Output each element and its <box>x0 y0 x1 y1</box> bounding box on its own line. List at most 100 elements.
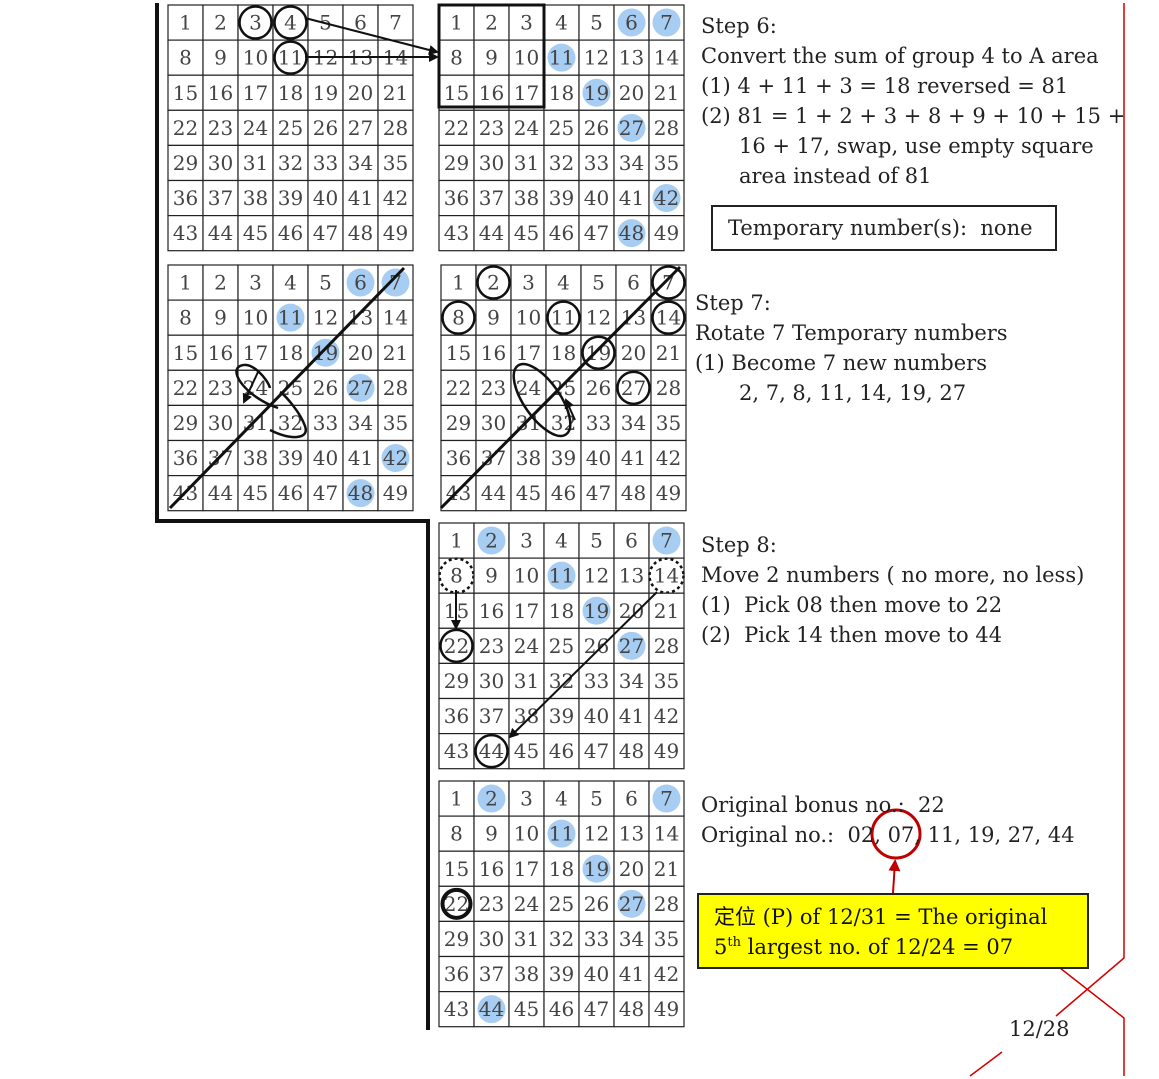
grid-cell-box <box>508 697 545 735</box>
rotate-ellipse-left-b <box>269 390 307 439</box>
grid-cell-box <box>648 592 685 629</box>
grid-cell-25: 25 <box>543 885 580 923</box>
grid-cell-26: 26 <box>578 109 615 147</box>
grid-cell-box <box>510 475 547 512</box>
grid-number: 33 <box>584 927 609 951</box>
grid-cell-48: 48 <box>613 991 650 1028</box>
grid-cell-box <box>543 733 580 770</box>
grid-cell-12: 12 <box>580 299 617 336</box>
grid-cell-19: 19 <box>578 592 615 629</box>
arrow-14-to-44 <box>508 591 658 739</box>
grid-number: 10 <box>514 822 539 846</box>
grid-number: 46 <box>551 481 576 505</box>
grid-number: 5 <box>590 11 603 35</box>
grid-number: 49 <box>383 221 408 245</box>
grid-number: 22 <box>173 376 198 400</box>
grid-number: 9 <box>214 46 227 70</box>
step8-title: Step 8: <box>701 533 777 557</box>
grid-number: 13 <box>619 822 644 846</box>
grid-number: 24 <box>514 116 539 140</box>
grid-cell-22: 22 <box>438 109 475 147</box>
grid-cell-6: 6 <box>613 4 650 41</box>
grid-number: 42 <box>654 962 679 986</box>
grid-cell-16: 16 <box>202 74 239 111</box>
grid-cell-35: 35 <box>650 404 687 442</box>
grid-cell-36: 36 <box>167 439 204 477</box>
grid-number: 5 <box>319 271 332 295</box>
highlight-dot <box>582 854 611 883</box>
grid-cell-box <box>648 955 685 993</box>
grid-number: 39 <box>549 186 574 210</box>
grid-number: 42 <box>383 186 408 210</box>
grid-cell-4: 4 <box>543 780 580 817</box>
grid-cell-25: 25 <box>543 109 580 147</box>
grid-cell-31: 31 <box>237 144 274 182</box>
grid-number: 47 <box>584 997 609 1021</box>
grid-number: 3 <box>249 271 262 295</box>
grid-cell-box <box>473 144 510 182</box>
grid-cell-1: 1 <box>167 4 204 41</box>
grid-number: 49 <box>654 997 679 1021</box>
grid-cell-32: 32 <box>543 144 580 182</box>
grid-cell-box <box>508 815 545 852</box>
original-prefix: Original no.: 02, <box>701 823 881 847</box>
grid-cell-49: 49 <box>648 733 685 770</box>
grid-number: 17 <box>243 341 268 365</box>
grid-number: 16 <box>479 599 504 623</box>
grid-cell-2: 2 <box>202 4 239 41</box>
grid-cell-box <box>307 109 344 147</box>
highlight-dot <box>477 784 506 813</box>
grid-number: 2 <box>485 787 498 811</box>
grid-cell-box <box>543 592 580 629</box>
grid-cell-2: 2 <box>473 780 510 817</box>
rotate-arrow-right <box>564 398 576 421</box>
grid-number: 9 <box>485 564 498 588</box>
grid-number: 21 <box>383 341 408 365</box>
grid-cell-box <box>578 697 615 735</box>
grid-cell-box <box>272 109 309 147</box>
grid-cell-26: 26 <box>578 627 615 665</box>
highlight-dot <box>617 8 646 37</box>
grid-cell-box <box>272 179 309 217</box>
grid-cell-box <box>580 299 617 336</box>
grid-cell-box <box>578 920 615 958</box>
grid-cell-22: 22 <box>438 627 475 665</box>
grid-cell-17: 17 <box>508 74 545 111</box>
grid-cell-box <box>440 264 477 301</box>
grid-cell-box <box>440 334 477 371</box>
grid-cell-29: 29 <box>167 404 204 442</box>
grid-cell-box <box>475 475 512 512</box>
grid-number: 45 <box>514 739 539 763</box>
grid-cell-38: 38 <box>510 439 547 477</box>
grid-cell-box <box>202 404 239 442</box>
grid-cell-box <box>377 109 414 147</box>
grid-cell-1: 1 <box>440 264 477 301</box>
grid-number: 18 <box>549 81 574 105</box>
grid-cell-41: 41 <box>613 179 650 217</box>
grid-number: 24 <box>514 892 539 916</box>
grid-cell-47: 47 <box>578 991 615 1028</box>
grid-number: 6 <box>625 11 638 35</box>
grid-cell-26: 26 <box>307 369 344 407</box>
grid-number: 6 <box>625 529 638 553</box>
grid-number: 17 <box>516 341 541 365</box>
grid-cell-11: 11 <box>545 299 582 336</box>
grid-cell-18: 18 <box>272 334 309 371</box>
grid-number: 1 <box>450 529 463 553</box>
grid-cell-42: 42 <box>648 697 685 735</box>
grid-cell-13: 13 <box>613 557 650 594</box>
grid-cell-box <box>578 780 615 817</box>
grid-number: 1 <box>450 11 463 35</box>
grid-cell-1: 1 <box>438 522 475 559</box>
grid-number: 22 <box>173 116 198 140</box>
grid-cell-46: 46 <box>543 215 580 252</box>
grid-cell-27: 27 <box>613 109 650 147</box>
grid-cell-36: 36 <box>438 697 475 735</box>
grid-cell-34: 34 <box>615 404 652 442</box>
grid-number: 16 <box>208 81 233 105</box>
grid-number: 47 <box>586 481 611 505</box>
grid-number: 39 <box>278 446 303 470</box>
grid-cell-32: 32 <box>272 144 309 182</box>
grid-number: 32 <box>549 151 574 175</box>
grid-cell-33: 33 <box>307 144 344 182</box>
